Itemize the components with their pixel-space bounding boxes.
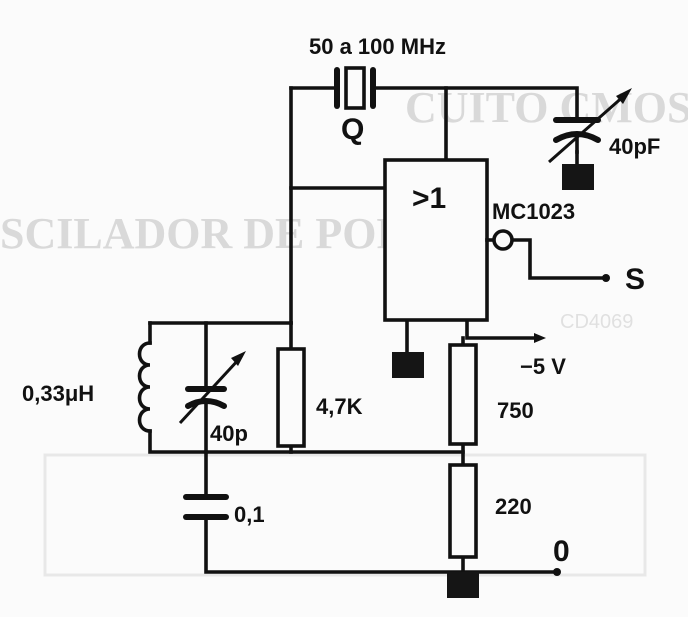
crystal-label: Q (341, 113, 364, 146)
wires (148, 86, 605, 574)
supply-label: −5 V (520, 354, 566, 379)
show-through-text: CUITO CMOS SCILADOR DE PORTE CD4069 (0, 83, 688, 577)
zero-terminal (553, 568, 561, 576)
wire-inductor-bottom (148, 429, 208, 454)
varcap-40p (178, 351, 246, 425)
frequency-label: 50 a 100 MHz (309, 34, 446, 59)
crystal-q (334, 66, 376, 110)
cap-bypass-label: 0,1 (234, 502, 265, 527)
ground-symbols (392, 150, 594, 598)
ghost-line-1: CUITO CMOS (405, 83, 688, 132)
inductor-label: 0,33μH (22, 381, 94, 406)
gate-mc1023 (383, 158, 514, 322)
crystal-body (344, 66, 366, 110)
wire-supply (465, 318, 540, 340)
wire-crystal-right (372, 86, 579, 120)
ground-trimmer (562, 150, 594, 190)
gate-body (383, 158, 489, 322)
resistor-750 (448, 343, 478, 446)
res-750-label: 750 (497, 398, 534, 423)
ghost-line-3: CD4069 (560, 311, 633, 333)
resistor-4k7 (276, 347, 306, 448)
wire-output (510, 238, 605, 280)
resistor-220 (448, 463, 478, 559)
res-220-label: 220 (495, 494, 532, 519)
inductor-033uh (137, 341, 152, 433)
output-terminal (602, 274, 610, 282)
gate-symbol-label: >1 (412, 182, 446, 215)
inductor-coil (137, 341, 152, 433)
supply-arrow (534, 333, 546, 343)
trimmer-40pf (548, 88, 632, 164)
zero-label: 0 (553, 535, 570, 568)
varcap-label: 40p (210, 421, 248, 446)
inversion-bubble (492, 229, 514, 251)
ic-label: MC1023 (492, 199, 575, 224)
cap-top-label: 40pF (609, 134, 660, 159)
cap-0-1 (183, 494, 229, 520)
wire-ground-rail (204, 516, 556, 574)
output-label: S (625, 263, 645, 296)
ground-gate (392, 352, 424, 378)
res-4k7-label: 4,7K (316, 394, 363, 419)
ground-divider (447, 572, 479, 598)
ghost-frame (43, 453, 647, 577)
